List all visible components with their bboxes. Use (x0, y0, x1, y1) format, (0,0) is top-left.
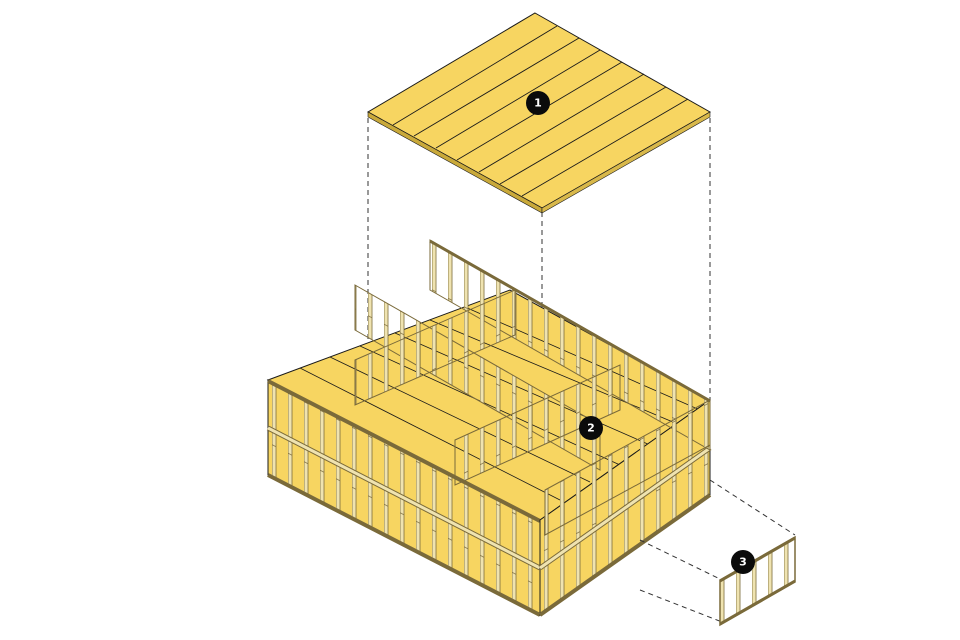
deck-board-lines (392, 25, 689, 197)
framed-building (266, 239, 712, 617)
callout-3-label: 3 (739, 556, 747, 569)
wall-panel (719, 535, 796, 627)
callout-1-label: 1 (534, 97, 542, 110)
callout-1: 1 (526, 91, 550, 115)
panel-projection-lines (639, 479, 796, 623)
callout-3: 3 (731, 550, 755, 574)
callout-2: 2 (579, 416, 603, 440)
callout-2-label: 2 (587, 422, 595, 435)
